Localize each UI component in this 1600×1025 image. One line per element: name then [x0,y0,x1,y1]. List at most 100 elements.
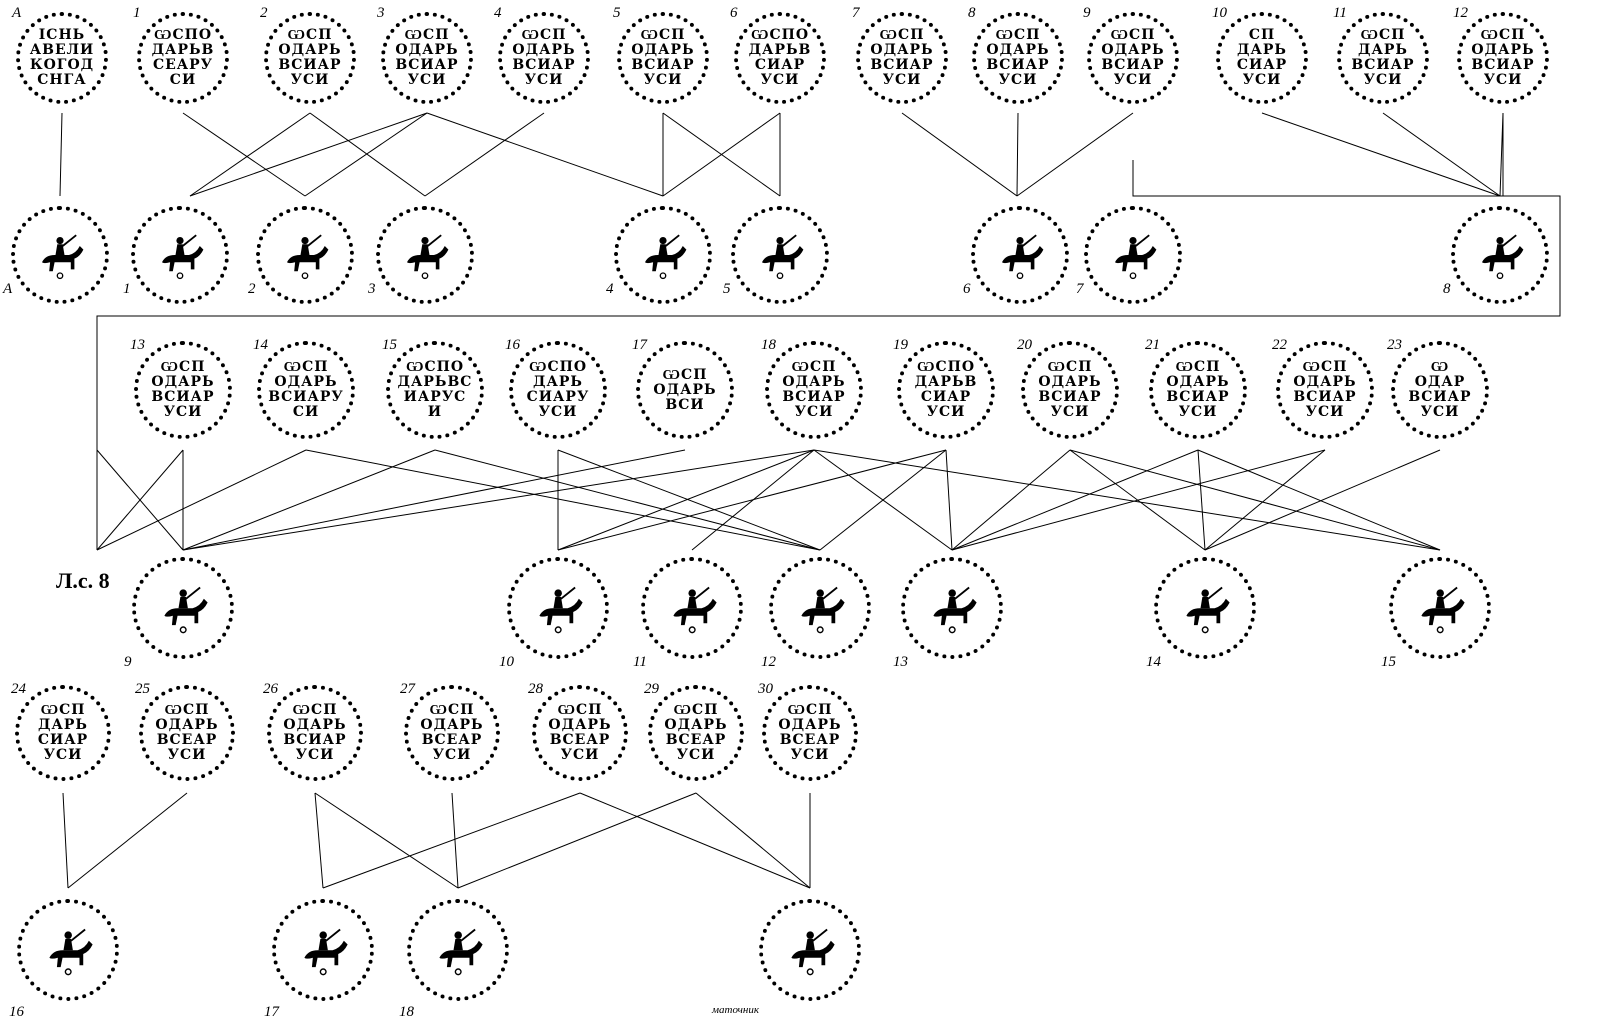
reverse-label-13: 13 [893,654,908,670]
die-link [1204,449,1441,551]
obverse-die-12: ѠСП ОДАРЬ ВСИАР УСИ [1457,12,1549,104]
obverse-label-6: 6 [730,5,738,21]
die-link [322,792,581,889]
reverse-die-15 [1389,557,1491,659]
reverse-label-14: 14 [1146,654,1161,670]
coin-legend: ѠСП ОДАРЬ ВСИАР УСИ [1166,359,1230,420]
reverse-die-undefined [759,899,861,1001]
obverse-die-20: ѠСП ОДАРЬ ВСИАР УСИ [1021,341,1119,439]
obverse-die-17: ѠСП ОДАРЬ ВСИ [636,341,734,439]
reverse-die-18 [407,899,509,1001]
obverse-label-2: 2 [260,5,268,21]
coin-legend: ѠСП ОДАРЬ ВСИ [653,366,717,413]
reverse-label-9: 9 [124,654,132,670]
coin-legend: ѠСП ОДАРЬ ВСЕАР УСИ [155,702,219,763]
reverse-die-1 [131,206,229,304]
die-link [951,449,1326,551]
coin-legend: ѠСП ОДАРЬ ВСИАР УСИ [1101,27,1165,88]
horseman-icon [162,234,204,280]
coin-legend: СП ДАРЬ СИАР УСИ [1236,27,1288,88]
horseman-icon [287,234,329,280]
reverse-label-11: 11 [633,654,647,670]
horseman-icon [791,928,835,976]
obverse-label-21: 21 [1145,337,1160,353]
coin-legend: ѠСП ОДАРЬ ВСЕАР УСИ [420,702,484,763]
coin-legend: ѠСП ОДАРЬ ВСИАР УСИ [283,702,347,763]
reverse-die-12 [769,557,871,659]
obverse-label-A: A [12,5,22,21]
die-link [451,792,459,889]
obverse-die-18: ѠСП ОДАРЬ ВСИАР УСИ [765,341,863,439]
horseman-icon [933,586,977,634]
reverse-label-6: 6 [963,281,971,297]
coin-legend: ѠСП ДАРЬ СИАР УСИ [37,702,89,763]
die-link [579,792,811,889]
coin-legend: ѠСП ОДАРЬ ВСЕАР УСИ [548,702,612,763]
die-link [305,449,821,551]
coin-legend: ІСНЬ АВЕЛИ КОГОД СНГА [29,27,95,88]
die-link [182,112,306,197]
obverse-die-6: ѠСПО ДАРЬВ СИАР УСИ [734,12,826,104]
die-link [557,449,821,551]
die-link [951,449,1071,551]
obverse-label-16: 16 [505,337,520,353]
obverse-label-23: 23 [1387,337,1402,353]
coin-legend: ѠСП ОДАРЬ ВСИАР УСИ [395,27,459,88]
group-label: Л.с. 8 [56,568,110,593]
reverse-label-10: 10 [499,654,514,670]
reverse-label-16: 16 [9,1004,24,1020]
die-link [189,112,311,197]
die-link [945,449,953,551]
obverse-die-25: ѠСП ОДАРЬ ВСЕАР УСИ [139,685,235,781]
coin-legend: ѠСПО ДАРЬВ СИАР УСИ [914,359,978,420]
die-link [1382,112,1501,197]
coin-legend: ѠСП ОДАРЬ ВСИАР УСИ [512,27,576,88]
coin-legend: ѠСПО ДАРЬВС ИАРУС И [397,359,473,420]
reverse-die-13 [901,557,1003,659]
obverse-die-21: ѠСП ОДАРЬ ВСИАР УСИ [1149,341,1247,439]
die-link [434,449,821,551]
die-link [662,112,781,197]
reverse-die-3 [376,206,474,304]
connector [1132,113,1504,197]
horseman-icon [49,928,93,976]
obverse-label-26: 26 [263,681,278,697]
coin-legend: ѠСП ОДАРЬ ВСЕАР УСИ [778,702,842,763]
obverse-label-24: 24 [11,681,26,697]
obverse-die-15: ѠСПО ДАРЬВС ИАРУС И [386,341,484,439]
reverse-die-2 [256,206,354,304]
reverse-die-9 [132,557,234,659]
horseman-icon [407,234,449,280]
obverse-label-18: 18 [761,337,776,353]
reverse-die-16 [17,899,119,1001]
horseman-icon [1115,234,1157,280]
obverse-label-17: 17 [632,337,647,353]
coin-legend: ѠСП ОДАРЬ ВСЕАР УСИ [664,702,728,763]
obverse-die-8: ѠСП ОДАРЬ ВСИАР УСИ [972,12,1064,104]
die-link [62,792,69,889]
obverse-die-1: ѠСПО ДАРЬВ СЕАРУ СИ [137,12,229,104]
reverse-die-14 [1154,557,1256,659]
horseman-icon [1002,234,1044,280]
die-link [67,792,188,889]
obverse-die-2: ѠСП ОДАРЬ ВСИАР УСИ [264,12,356,104]
coin-legend: ѠСП ОДАРЬ ВСИАР УСИ [1293,359,1357,420]
coin-legend: ѠСП ОДАРЬ ВСИАР УСИ [782,359,846,420]
coin-legend: ѠСП ОДАРЬ ВСИАР УСИ [278,27,342,88]
die-link [314,792,324,889]
die-link [1016,112,1134,197]
die-link [1197,449,1206,551]
reverse-label-8: 8 [1443,281,1451,297]
coin-legend: ѠСП ОДАРЬ ВСИАР УСИ [1038,359,1102,420]
coin-legend: ѠСП ОДАРЬ ВСИАРУ СИ [268,359,344,420]
obverse-die-A: ІСНЬ АВЕЛИ КОГОД СНГА [16,12,108,104]
obverse-die-5: ѠСП ОДАРЬ ВСИАР УСИ [617,12,709,104]
die-link [695,792,811,889]
obverse-label-12: 12 [1453,5,1468,21]
reverse-die-7 [1084,206,1182,304]
obverse-label-25: 25 [135,681,150,697]
obverse-label-30: 30 [758,681,773,697]
obverse-die-4: ѠСП ОДАРЬ ВСИАР УСИ [498,12,590,104]
obverse-label-10: 10 [1212,5,1227,21]
obverse-label-28: 28 [528,681,543,697]
